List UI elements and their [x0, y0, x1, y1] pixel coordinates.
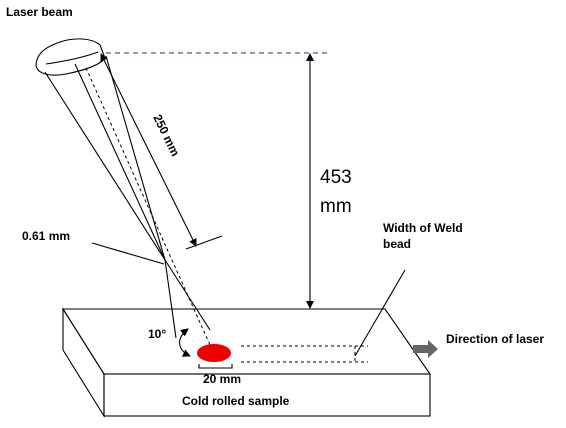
- spot-length-bracket: [198, 364, 233, 369]
- focal-length-label: 250 mm: [150, 112, 182, 158]
- weld-width-label-line1: Width of Weld: [383, 221, 463, 235]
- weld-spot: [197, 344, 231, 362]
- spot-length-label: 20 mm: [203, 372, 241, 386]
- direction-arrow-icon: [413, 340, 438, 358]
- focal-length-dimension: [100, 53, 223, 250]
- weld-width-label-line2: bead: [383, 237, 411, 251]
- height-value-label: 453: [320, 167, 352, 188]
- spot-size-leader: [91, 242, 165, 265]
- height-dimension: [106, 52, 330, 309]
- angle-arc: [179, 328, 191, 357]
- angle-label: 10°: [148, 327, 166, 341]
- cold-rolled-sample-block: [62, 307, 432, 418]
- direction-label: Direction of laser: [446, 332, 544, 346]
- spot-size-label: 0.61 mm: [22, 229, 70, 243]
- height-unit-label: mm: [320, 196, 352, 217]
- laser-beam-label: Laser beam: [6, 5, 73, 19]
- laser-head-icon: [35, 38, 106, 76]
- sample-label: Cold rolled sample: [182, 394, 290, 408]
- laser-beam-cone: [44, 55, 211, 346]
- weld-bead-track: [241, 269, 406, 363]
